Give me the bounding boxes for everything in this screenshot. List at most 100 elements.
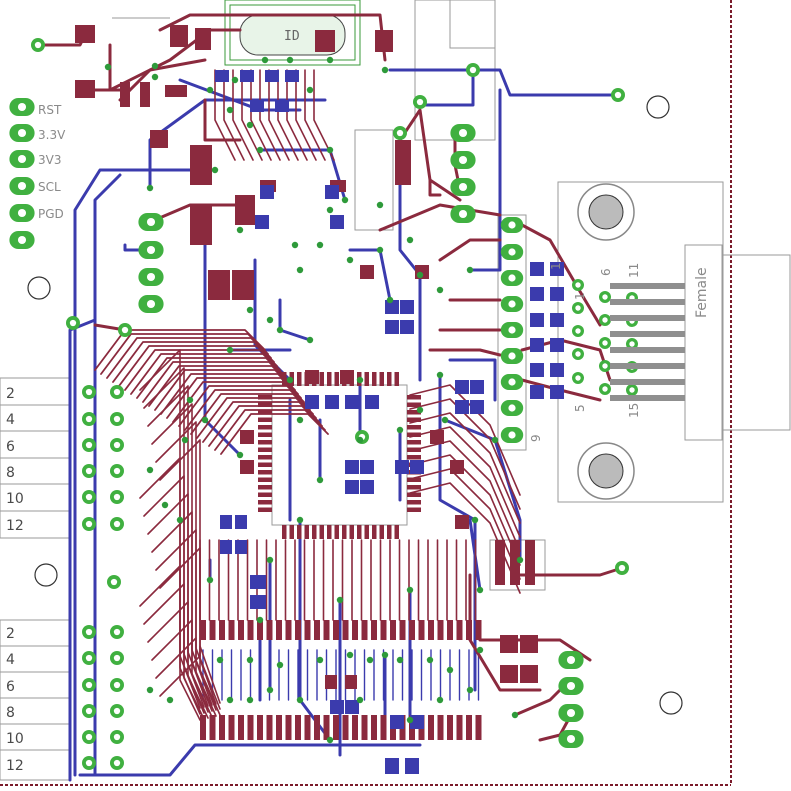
single-pad-drill [34,41,42,49]
qfp-pad [258,402,272,407]
qfp-pad [407,492,421,497]
connector-pad [266,620,273,640]
single-pad-drill [469,66,477,74]
smd-passive [375,30,393,52]
qfp-pad [349,525,354,539]
connector-pad-round-drill [113,520,121,528]
crystal-mark: ID [284,29,300,44]
via [226,696,234,704]
connector-pad [200,620,206,640]
smd-passive [340,370,354,384]
qfp-pad [304,525,309,539]
connector-pad [314,715,320,740]
connector-pad-round-drill [85,467,93,475]
connector-pad [304,620,311,640]
fanout-trace [143,583,205,708]
smd-passive [208,270,230,300]
smd-passive [150,130,168,148]
connector-pad-round-drill [85,733,93,741]
qfp-pad [407,432,421,437]
qfp-pad [258,447,272,452]
smd-passive [365,395,379,409]
connector-pad [219,715,225,740]
smd-passive [385,320,399,334]
qfp-pad [407,425,421,430]
qfp-pad [357,525,362,539]
qfp-pad [282,525,287,539]
dsub-header-pad-drill [508,326,516,334]
smd-passive [500,665,518,683]
via [236,451,244,459]
connector-pad-round-drill [85,493,93,501]
qfp-pad [394,372,399,386]
qfp-pad [258,485,272,490]
via [181,436,189,444]
dsub-pin-pad-drill [575,305,581,311]
dsub-header-pad-drill [508,431,516,439]
qfp-pad [258,455,272,460]
smd-passive [550,338,564,352]
pin-label: 6 [6,439,15,455]
dsub-pin-fingers [610,283,685,401]
via [381,651,389,659]
connector-pad-round-drill [85,441,93,449]
dsub-pin-pad-drill [602,363,608,369]
dsub-finger [610,363,685,369]
header-pad-drill [566,734,576,744]
qfp-pad [407,440,421,445]
fanout-trace [155,637,217,705]
smd-passive [140,82,150,107]
via [296,416,304,424]
header-pad-drill [146,272,156,282]
via [326,146,334,154]
single-pad-drill [416,98,424,106]
qfp-pad [372,525,377,539]
dsub-finger [610,315,685,321]
fanout-trace [139,457,201,715]
qfp-pad [407,410,421,415]
via [296,696,304,704]
pin-label: 10 [6,491,24,507]
connector-pad [437,715,444,740]
connector-pad [437,620,444,640]
via [276,326,284,334]
via [386,296,394,304]
dsub-pin-pad-drill [575,328,581,334]
via [161,501,169,509]
pin-label: 4 [6,652,15,668]
connector-pad-round-drill [113,733,121,741]
connector-pad [342,715,349,740]
via [276,661,284,669]
smd-passive [430,430,444,444]
qfp-pad [258,492,272,497]
via [231,76,239,84]
connector-pad-round-drill [113,628,121,636]
smd-passive [235,515,247,529]
qfp-pad [334,525,339,539]
qfp-pad [319,525,324,539]
connector-pad [219,620,225,640]
connector-pad-round-drill [85,415,93,423]
connector-pad [475,715,482,740]
qfp-pad [407,507,421,512]
via [366,656,374,664]
qfp-pad [387,525,392,539]
fanout-trace [409,412,521,524]
smd-passive [530,338,544,352]
connector-pad-round-drill [85,707,93,715]
fanout-trace [409,440,521,552]
via [306,86,314,94]
smd-passive [315,30,335,52]
connector-pad-round-drill [85,654,93,662]
smd-passive [190,205,212,245]
via [166,696,174,704]
qfp-pad [342,525,347,539]
qfp-pad [258,395,272,400]
dsub-header-pad-drill [508,300,516,308]
bottom-trace [398,138,422,382]
qfp-pad [327,525,332,539]
connector-pad [209,620,216,640]
connector-pad [200,715,206,740]
dsub-header-pad-drill [508,248,516,256]
